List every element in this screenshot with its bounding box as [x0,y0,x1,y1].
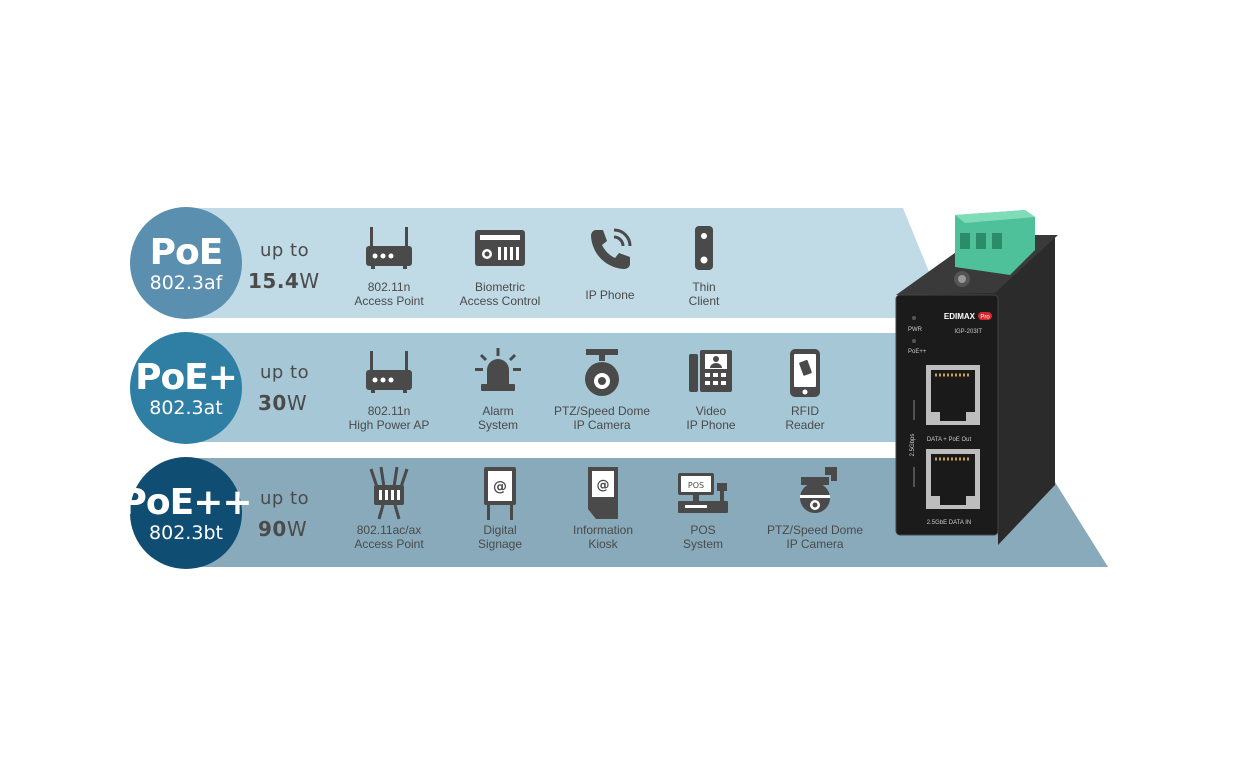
rj45-port-in [926,449,980,509]
dome-camera-icon [800,467,837,513]
alarm-siren-icon [475,348,521,391]
item-line2: IP Camera [786,537,844,551]
video-phone-icon [689,350,732,392]
thin-client-icon [695,226,713,270]
item-line1: 802.11ac/ax [356,523,422,537]
power-rating-poe: up to 15.4W [248,240,338,293]
pro-badge: Pro [980,315,990,321]
svg-text:@: @ [597,478,610,493]
up-to-label: up to [260,362,310,383]
router-icon [366,351,412,393]
standard-badge-poe-plus-plus: PoE++ 802.3bt [120,457,253,569]
item-line1: RFID [791,404,819,418]
standard-name: PoE++ [120,481,252,523]
item-line1: PTZ/Speed Dome [766,523,864,537]
item-line1: Information [572,523,634,537]
standard-code: 802.3bt [149,521,223,544]
port-out-label: DATA + PoE Out [927,437,972,443]
poe-injector-device: EDIMAX Pro IGP-203IT PWR PoE++ DATA + Po… [895,210,1058,545]
standard-name: PoE [149,231,224,273]
standard-name: PoE+ [135,356,238,398]
watts-value: 90W [258,517,308,541]
item-line2: Client [688,294,720,308]
watts-value: 15.4W [248,269,320,293]
ptz-camera-icon [585,349,619,396]
rfid-reader-icon [790,349,820,397]
item-line1: Alarm [482,404,514,418]
multi-antenna-ap-icon [369,466,409,520]
item-line2: Access Point [354,537,424,551]
brand-label: EDIMAX [944,312,976,321]
item-line2: Reader [785,418,825,432]
standard-code: 802.3af [149,271,223,294]
item-line2: Signage [477,537,523,551]
item-line1: POS [690,523,716,537]
digital-signage-icon: @ [484,467,516,520]
biometric-panel-icon [475,230,525,266]
item-line2: System [477,418,518,432]
svg-text:POS: POS [688,481,704,490]
standard-code: 802.3at [149,396,223,419]
led-pwr-label: PWR [908,327,923,333]
device-item: IP Phone [550,222,670,302]
terminal-block [955,210,1035,275]
item-line2: High Power AP [348,418,430,432]
item-line2: Access Control [459,294,541,308]
up-to-label: up to [260,240,310,261]
speed-side-label: 2.5Gbps [910,434,916,457]
model-label: IGP-203IT [954,329,982,335]
watts-value: 30W [258,391,308,415]
svg-text:@: @ [493,479,507,495]
standard-badge-poe: PoE 802.3af [130,207,242,319]
item-line1: Thin [692,280,716,294]
power-rating-poe-plus-plus: up to 90W [248,488,338,541]
item-line1: Video [695,404,727,418]
phone-icon [591,228,632,269]
item-line1: 802.11n [367,404,411,418]
pos-terminal-icon: POS [678,473,728,513]
power-rating-poe-plus: up to 30W [248,362,338,415]
item-line2: Kiosk [588,537,618,551]
up-to-label: up to [260,488,310,509]
item-line2: IP Camera [573,418,631,432]
item-line2: Access Point [354,294,424,308]
item-line1: Digital [483,523,517,537]
standard-badge-poe-plus: PoE+ 802.3at [130,332,242,444]
item-line2: IP Phone [686,418,736,432]
information-kiosk-icon: @ [588,467,618,519]
item-line1: IP Phone [585,288,635,302]
port-in-label: 2.5GbE DATA IN [927,520,971,526]
router-icon [366,227,412,269]
item-line2: System [682,537,723,551]
item-line1: Biometric [474,280,525,294]
item-line1: 802.11n [367,280,411,294]
item-line1: PTZ/Speed Dome [553,404,651,418]
rj45-port-out [926,365,980,425]
led-poe-label: PoE++ [908,349,927,355]
